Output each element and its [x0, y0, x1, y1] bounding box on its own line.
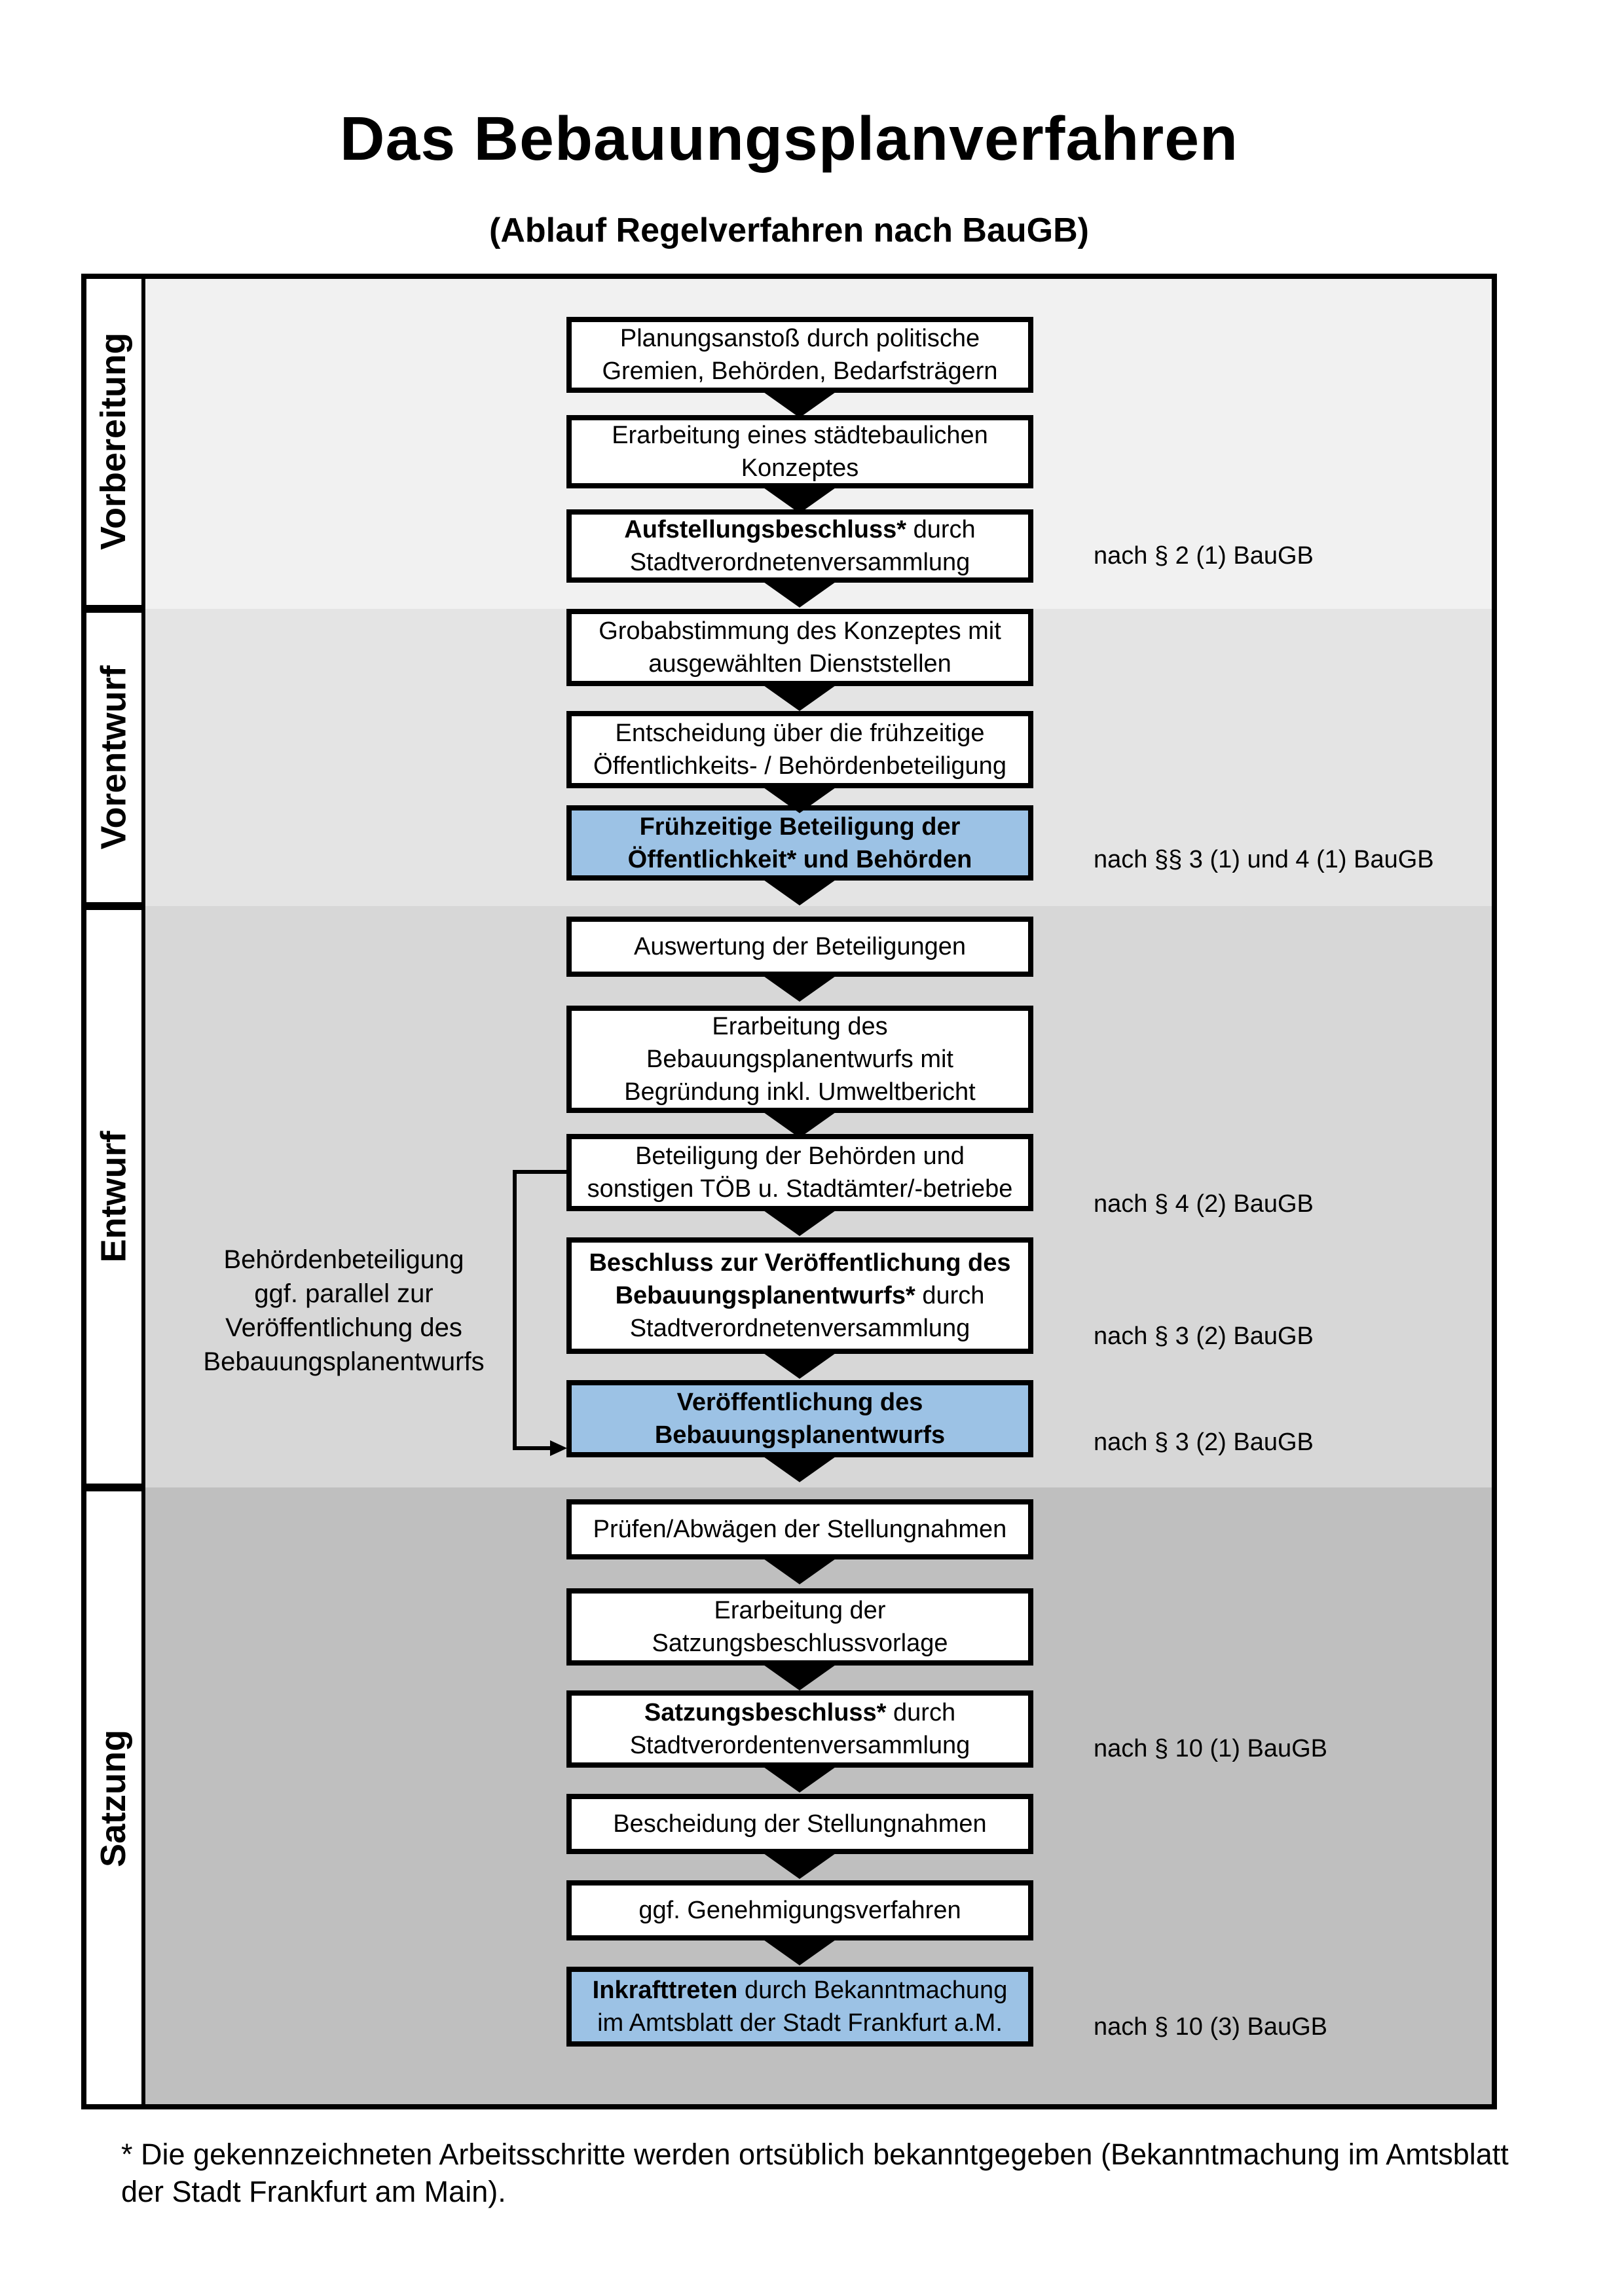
arrow-down-icon: [759, 682, 840, 711]
arrow-down-icon: [759, 1937, 840, 1965]
phase-label-text: Vorbereitung: [94, 332, 134, 551]
phase-label-vorentwurf: Vorentwurf: [81, 609, 145, 906]
legal-reference: nach § 3 (2) BauGB: [1094, 1322, 1314, 1350]
flow-box-auswertung: Auswertung der Beteiligungen: [566, 917, 1033, 977]
phase-label-text: Vorentwurf: [94, 665, 133, 850]
page-title: Das Bebauungsplanverfahren: [339, 104, 1239, 173]
arrow-down-icon: [759, 973, 840, 1002]
arrow-down-icon: [759, 1109, 840, 1138]
phase-label-text: Entwurf: [94, 1131, 134, 1263]
arrow-down-icon: [759, 1207, 840, 1236]
arrow-down-icon: [759, 579, 840, 608]
footnote: * Die gekennzeichneten Arbeitsschritte w…: [121, 2138, 1509, 2208]
page-subtitle: (Ablauf Regelverfahren nach BauGB): [489, 211, 1089, 249]
legal-reference: nach §§ 3 (1) und 4 (1) BauGB: [1094, 846, 1434, 873]
flow-box-pruefen-abwaegen: Prüfen/Abwägen der Stellungnahmen: [566, 1499, 1033, 1559]
arrow-down-icon: [759, 1764, 840, 1793]
arrow-down-icon: [759, 389, 840, 418]
arrow-down-icon: [759, 484, 840, 513]
phase-label-satzung: Satzung: [81, 1487, 145, 2109]
phase-label-text: Satzung: [94, 1730, 133, 1867]
arrow-down-icon: [759, 1453, 840, 1482]
phase-label-entwurf: Entwurf: [81, 906, 145, 1487]
arrow-down-icon: [759, 877, 840, 905]
legal-reference: nach § 2 (1) BauGB: [1094, 542, 1314, 570]
legal-reference: nach § 10 (3) BauGB: [1094, 2013, 1327, 2041]
arrow-down-icon: [759, 1662, 840, 1690]
flow-box-bescheidung: Bescheidung der Stellungnahmen: [566, 1794, 1033, 1854]
legal-reference: nach § 3 (2) BauGB: [1094, 1429, 1314, 1456]
parallel-connector-arrow: [513, 1170, 567, 1456]
arrow-down-icon: [759, 1850, 840, 1879]
phase-label-vorbereitung: Vorbereitung: [81, 274, 145, 609]
arrow-down-icon: [759, 1350, 840, 1379]
arrow-down-icon: [759, 784, 840, 813]
legal-reference: nach § 4 (2) BauGB: [1094, 1190, 1314, 1218]
arrow-down-icon: [759, 1556, 840, 1584]
legal-reference: nach § 10 (1) BauGB: [1094, 1735, 1327, 1762]
flow-box-genehmigungsverfahren: ggf. Genehmigungsverfahren: [566, 1880, 1033, 1941]
